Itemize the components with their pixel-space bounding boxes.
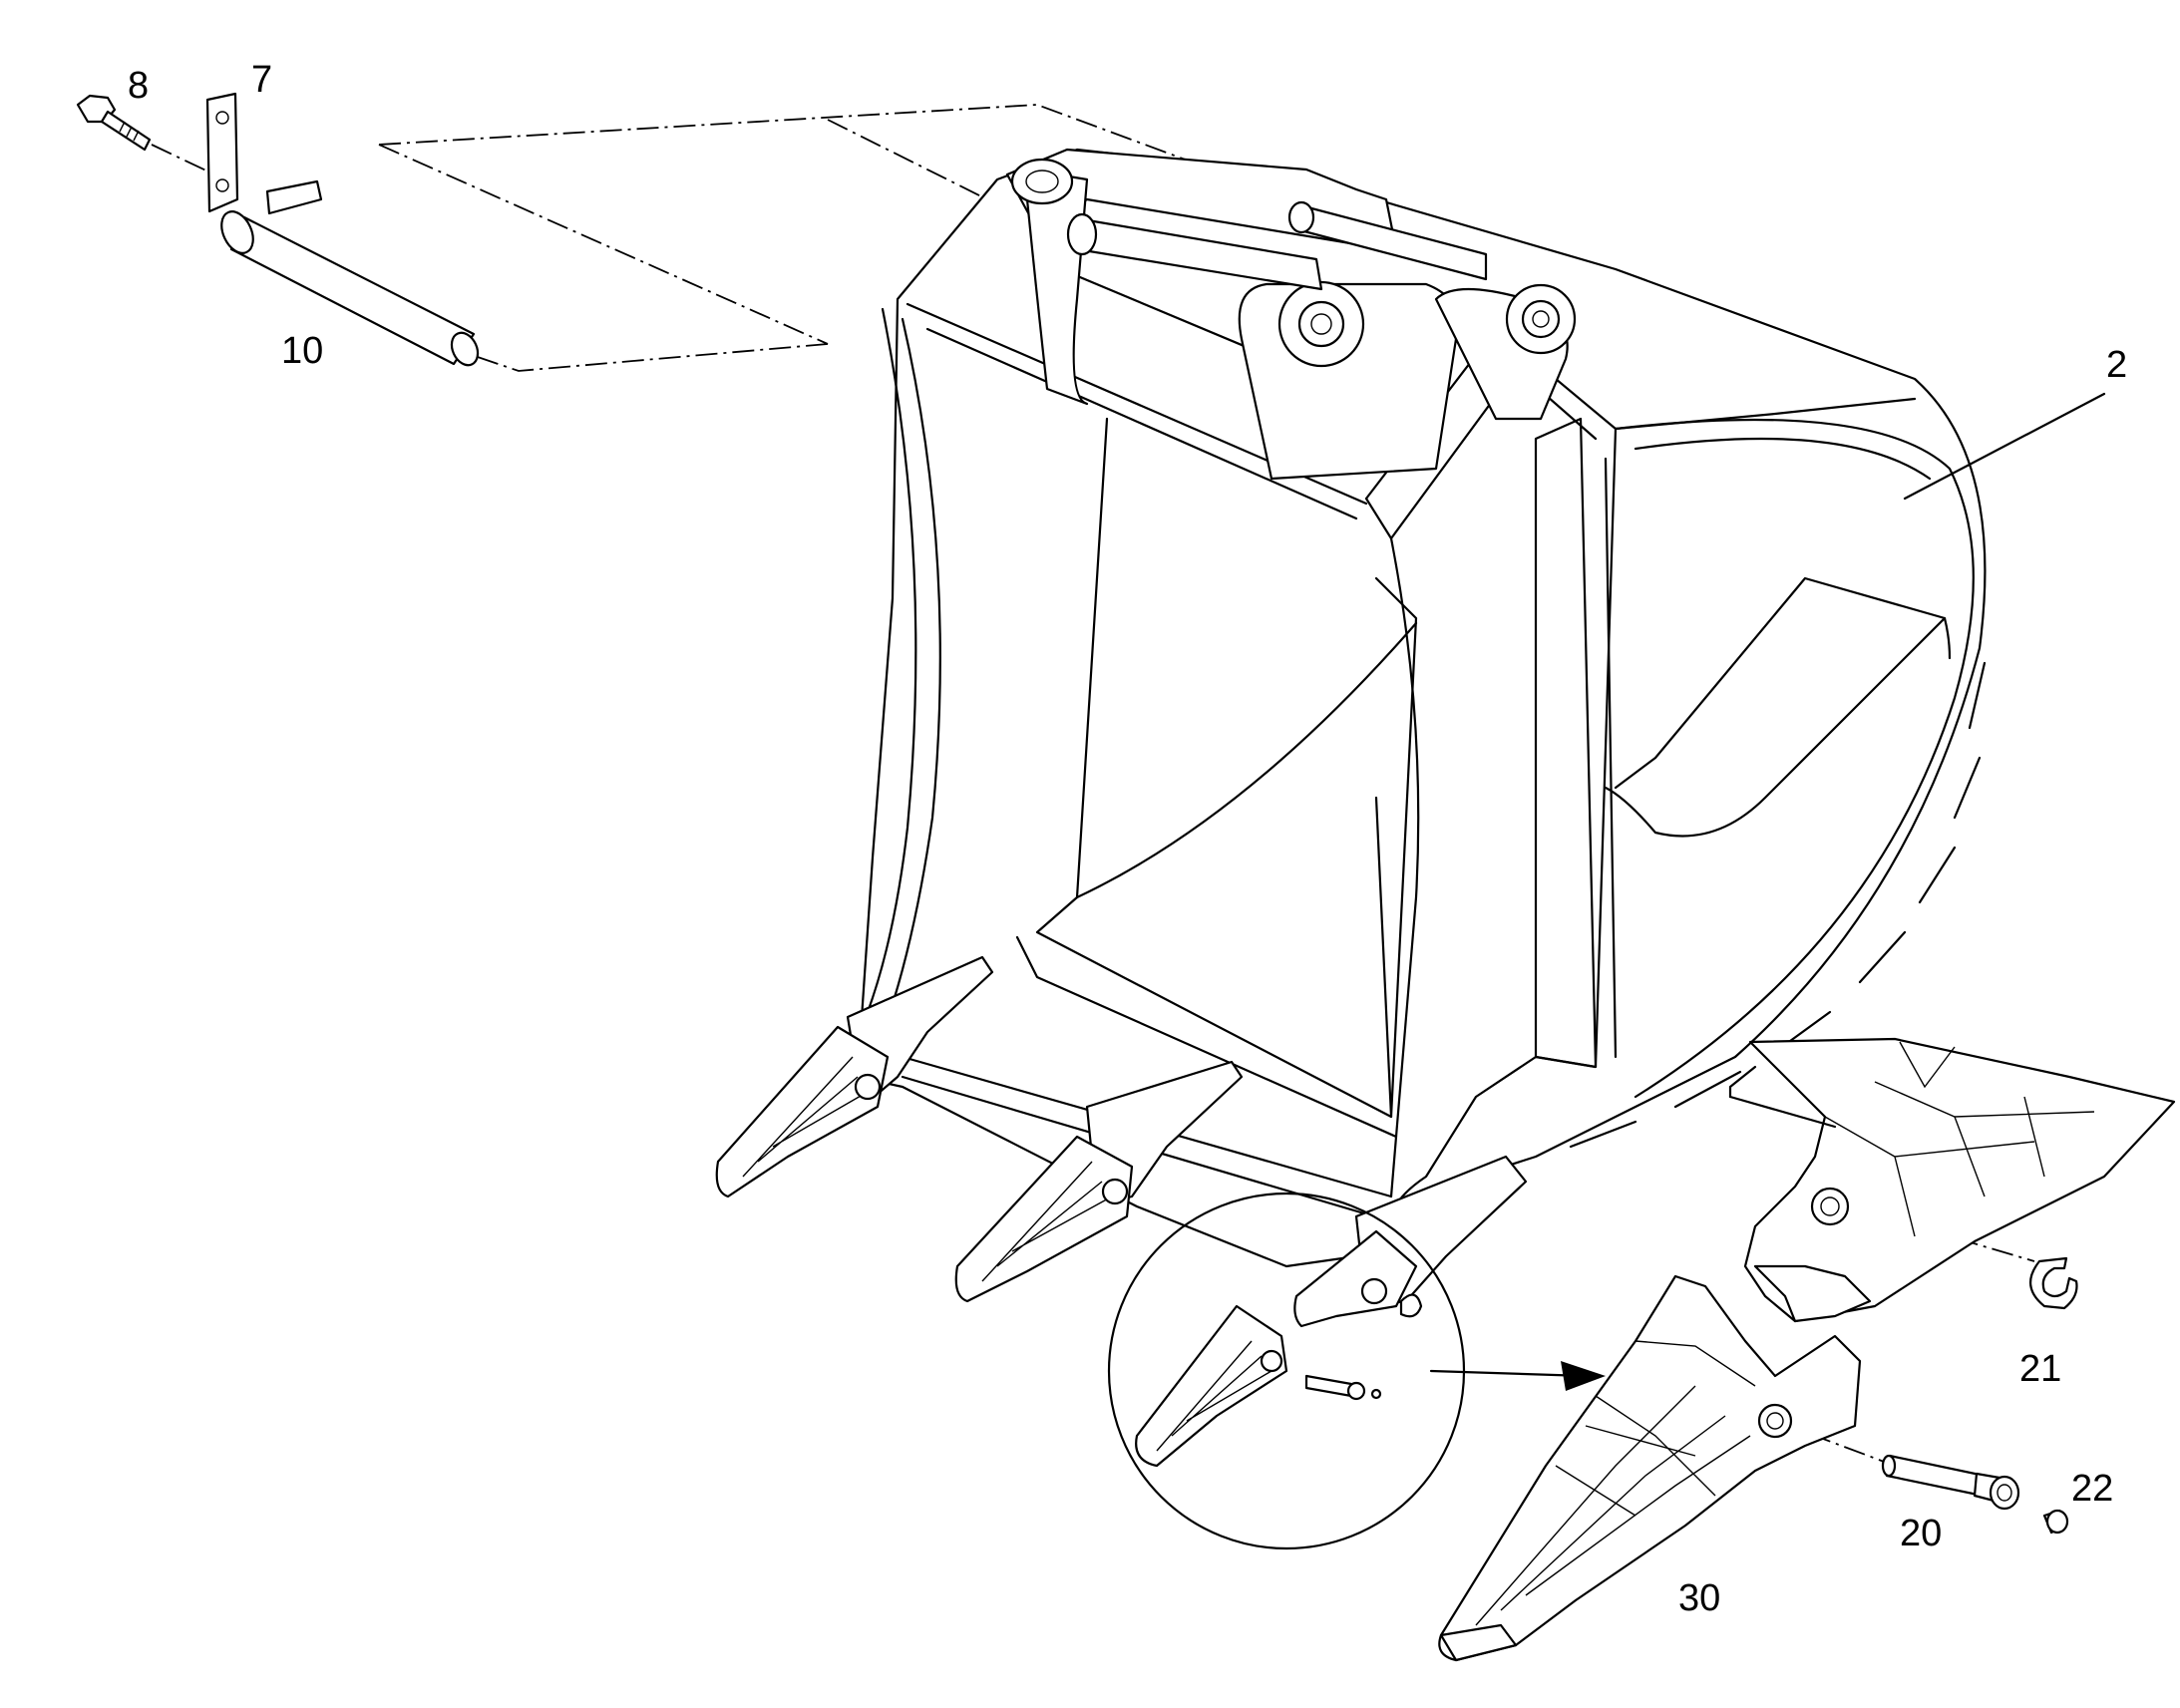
tooth-tip-30 [1438, 1274, 1862, 1662]
callout-30: 30 [1678, 1577, 1720, 1619]
callout-21: 21 [2019, 1348, 2061, 1390]
tooth-left [715, 955, 994, 1198]
bolt-8 [76, 94, 152, 152]
callout-7: 7 [251, 59, 272, 101]
tooth-middle [954, 1060, 1244, 1303]
callout-10: 10 [281, 330, 323, 372]
adapter-exploded [1728, 1037, 2176, 1323]
pin-10 [220, 179, 480, 367]
lock-22 [2042, 1509, 2069, 1535]
callout-20: 20 [1900, 1513, 1942, 1554]
bucket-body-2 [856, 148, 1987, 1268]
leader-line-2 [1903, 392, 2106, 501]
callout-8: 8 [128, 65, 149, 107]
plate-7 [205, 92, 239, 213]
callout-2: 2 [2106, 344, 2127, 386]
pin-20 [1881, 1454, 2020, 1511]
detail-zoom [1107, 1192, 1606, 1550]
bucket-teeth [715, 955, 1528, 1328]
callout-labels: 8 7 10 2 21 22 20 30 [128, 59, 2127, 1619]
retainer-21 [2029, 1256, 2078, 1310]
callout-22: 22 [2071, 1468, 2113, 1510]
tooth-right [1293, 1155, 1528, 1328]
